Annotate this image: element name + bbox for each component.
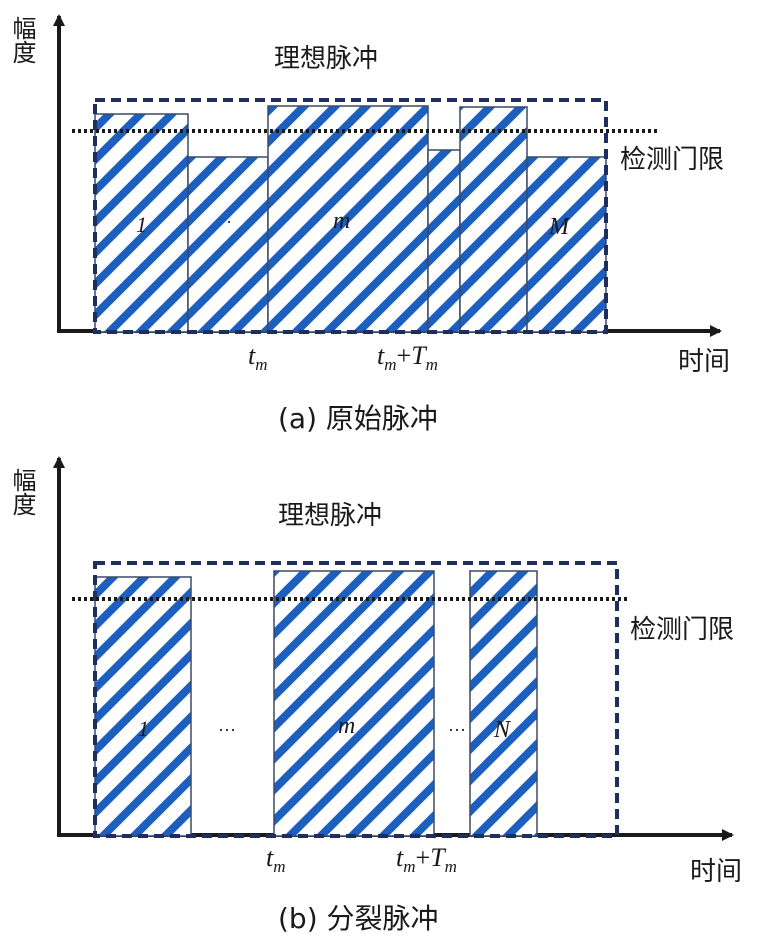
ellipsis: … (218, 715, 236, 735)
x-axis-label: 时间 (678, 347, 730, 377)
bar-label: 1 (138, 716, 149, 741)
bar-label: m (333, 208, 350, 234)
caption-b: (b) 分裂脉冲 (278, 902, 439, 935)
threshold-label: 检测门限 (630, 615, 734, 645)
bar-label: m (338, 713, 355, 739)
panel-a: 幅度 1 · m M 理想脉冲 检测门限 tm tm+Tm 时间 (a) 原 (8, 14, 730, 435)
y-axis-label: 幅度 (8, 16, 36, 64)
ellipsis: … (448, 715, 466, 735)
tick-label-tm-plus-Tm: tm+Tm (396, 843, 457, 876)
pulse-bar-4 (427, 149, 461, 333)
panel-b: 幅度 1 m N … … 理想脉冲 检测门限 tm tm+Tm 时间 (b) 分… (8, 456, 742, 935)
pulse-bar-M (526, 156, 607, 333)
pulse-bar-2 (187, 156, 269, 333)
tick-label-tm: tm (248, 341, 268, 374)
pulse-bar-m (273, 570, 435, 837)
pulse-bar-5 (459, 106, 528, 333)
tick-label-tm-plus-Tm: tm+Tm (377, 341, 438, 374)
bar-label: · (226, 212, 232, 232)
caption-a: (a) 原始脉冲 (278, 402, 438, 435)
pulse-bar-N (469, 570, 538, 837)
ideal-pulse-box (93, 98, 608, 334)
tick-label-tm: tm (266, 843, 286, 876)
x-axis-label: 时间 (690, 857, 742, 887)
bar-label: 1 (136, 212, 147, 237)
ideal-pulse-box (93, 561, 619, 838)
pulse-bar-m (267, 105, 429, 333)
threshold-label: 检测门限 (620, 145, 724, 175)
ideal-pulse-label: 理想脉冲 (274, 44, 378, 74)
ideal-pulse-label: 理想脉冲 (278, 501, 382, 531)
bar-label: M (548, 214, 571, 240)
pulse-bar-1 (94, 576, 192, 837)
bar-label: N (493, 717, 512, 743)
y-axis-label: 幅度 (8, 468, 36, 516)
